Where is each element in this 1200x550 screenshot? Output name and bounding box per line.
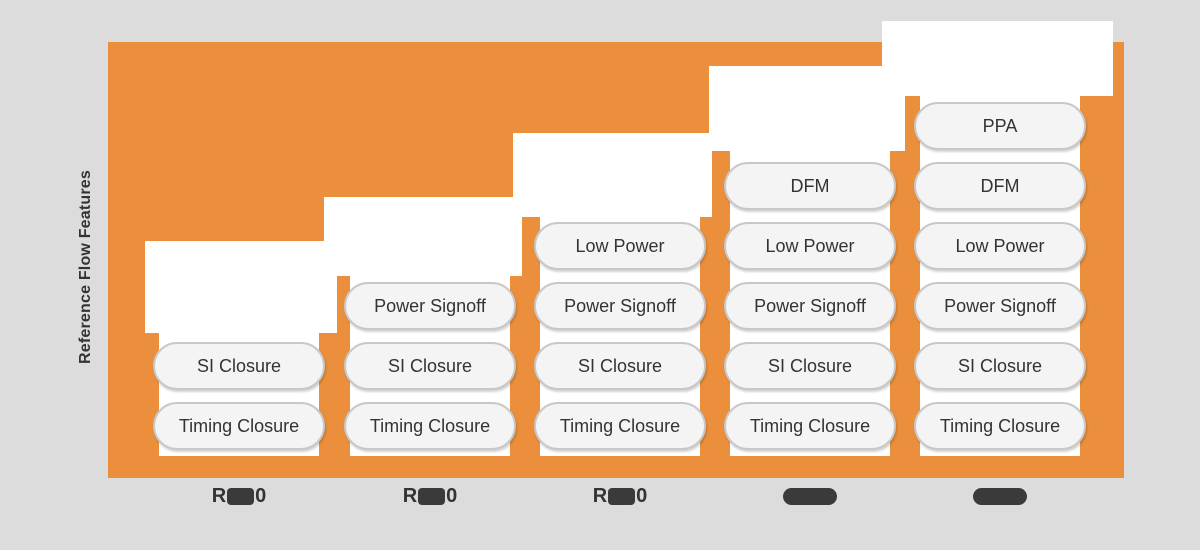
feature-pill: Timing Closure <box>534 402 706 450</box>
feature-pill-label: SI Closure <box>577 355 663 376</box>
feature-pill: DFM <box>914 162 1086 210</box>
feature-pill-label: Power Signoff <box>754 295 866 316</box>
column-step <box>324 197 522 276</box>
feature-pill: SI Closure <box>724 342 896 390</box>
redaction-blob <box>973 487 1027 505</box>
feature-pill: SI Closure <box>153 342 325 390</box>
x-tick-prefix: R <box>211 484 227 507</box>
feature-pill-label: Timing Closure <box>369 415 491 436</box>
feature-pill: Timing Closure <box>153 402 325 450</box>
x-tick-suffix: 0 <box>636 484 648 507</box>
feature-pill: SI Closure <box>914 342 1086 390</box>
x-tick-label <box>730 484 890 508</box>
redaction-blob <box>418 487 446 505</box>
column-step <box>709 66 905 151</box>
feature-pill: SI Closure <box>344 342 516 390</box>
feature-pill-label: SI Closure <box>196 355 282 376</box>
feature-pill-label: Low Power <box>955 235 1045 256</box>
feature-pill-label: Low Power <box>575 235 665 256</box>
feature-pill: Power Signoff <box>914 282 1086 330</box>
feature-pill-label: Power Signoff <box>944 295 1056 316</box>
redaction-blob <box>783 487 837 505</box>
feature-pill: Low Power <box>534 222 706 270</box>
feature-pill: SI Closure <box>534 342 706 390</box>
feature-pill: Power Signoff <box>534 282 706 330</box>
column-step <box>882 21 1113 96</box>
feature-pill: PPA <box>914 102 1086 150</box>
feature-pill-label: Timing Closure <box>749 415 871 436</box>
feature-pill: Timing Closure <box>914 402 1086 450</box>
feature-pill: Low Power <box>724 222 896 270</box>
feature-pill-label: Low Power <box>765 235 855 256</box>
feature-pill-label: SI Closure <box>767 355 853 376</box>
feature-pill-label: Timing Closure <box>559 415 681 436</box>
feature-pill: Timing Closure <box>344 402 516 450</box>
column-step <box>145 241 337 333</box>
feature-pill-label: SI Closure <box>387 355 473 376</box>
redaction-blob <box>608 487 636 505</box>
x-tick-prefix: R <box>592 484 608 507</box>
feature-pill-label: DFM <box>790 175 830 196</box>
feature-pill: Power Signoff <box>344 282 516 330</box>
x-tick-suffix: 0 <box>446 484 458 507</box>
x-tick-label <box>920 484 1080 508</box>
y-axis-label: Reference Flow Features <box>77 170 94 364</box>
x-tick-prefix: R <box>402 484 418 507</box>
column-strip <box>920 96 1080 456</box>
feature-pill: Low Power <box>914 222 1086 270</box>
feature-pill: Timing Closure <box>724 402 896 450</box>
redaction-blob <box>227 487 255 505</box>
feature-pill-label: PPA <box>982 115 1018 136</box>
feature-pill: DFM <box>724 162 896 210</box>
feature-pill-label: Power Signoff <box>564 295 676 316</box>
x-tick-suffix: 0 <box>255 484 267 507</box>
feature-pill-label: Timing Closure <box>939 415 1061 436</box>
column-step <box>513 133 712 217</box>
feature-pill-label: DFM <box>980 175 1020 196</box>
feature-pill: Power Signoff <box>724 282 896 330</box>
feature-pill-label: Timing Closure <box>178 415 300 436</box>
feature-pill-label: Power Signoff <box>374 295 486 316</box>
feature-pill-label: SI Closure <box>957 355 1043 376</box>
